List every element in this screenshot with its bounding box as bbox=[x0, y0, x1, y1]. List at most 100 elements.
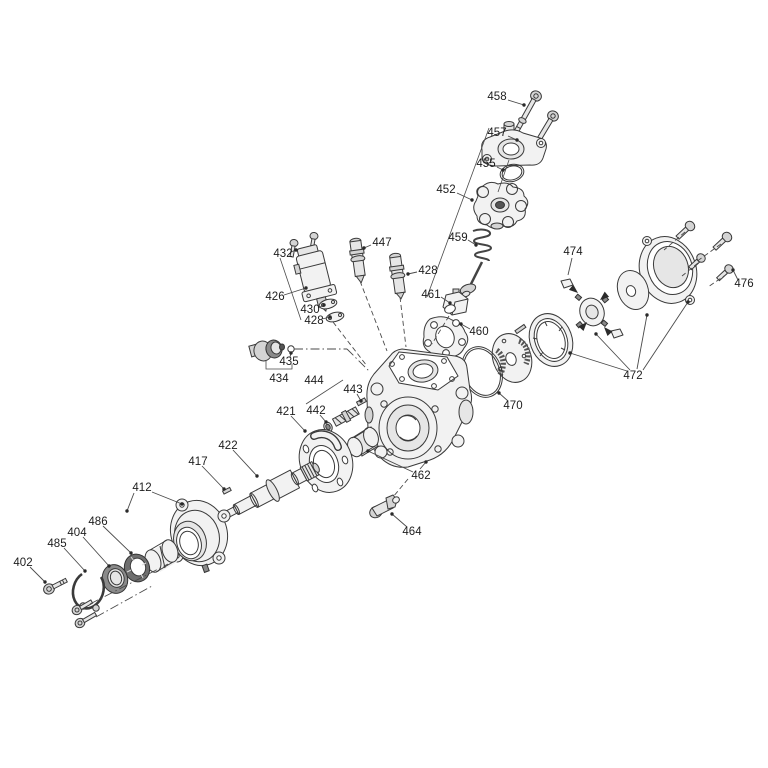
part-label-461: 461 bbox=[421, 289, 440, 301]
leader-417-0 bbox=[201, 465, 225, 490]
leader-404-0 bbox=[82, 536, 110, 567]
part-label-404: 404 bbox=[67, 527, 87, 539]
part-solenoid-valve-426 bbox=[293, 244, 338, 313]
part-nut-a bbox=[560, 278, 574, 289]
part-label-460: 460 bbox=[469, 326, 488, 338]
part-valve-464 bbox=[369, 494, 400, 519]
assembly-direction-arrow-3 bbox=[604, 327, 613, 336]
part-spring-pin-assembly-444 bbox=[331, 406, 360, 427]
leader-dot-428r-0 bbox=[406, 272, 410, 276]
leader-402-0 bbox=[29, 566, 46, 583]
leader-dot-486-0 bbox=[129, 551, 133, 555]
part-fitting-428 bbox=[388, 252, 406, 300]
part-label-443: 443 bbox=[343, 384, 362, 396]
bracket-line-0 bbox=[279, 257, 302, 321]
leader-dot-442-0 bbox=[324, 420, 328, 424]
bracket-line-1 bbox=[265, 361, 293, 370]
leader-dot-472-1 bbox=[594, 332, 598, 336]
part-seal-404 bbox=[101, 564, 129, 594]
part-label-435: 435 bbox=[279, 356, 298, 368]
part-label-442: 442 bbox=[306, 405, 325, 417]
leader-dot-417-0 bbox=[222, 487, 226, 491]
part-label-462: 462 bbox=[411, 470, 430, 482]
leader-dot-476-0 bbox=[731, 268, 735, 272]
part-label-472: 472 bbox=[623, 370, 642, 382]
part-label-434: 434 bbox=[269, 373, 289, 385]
part-label-422: 422 bbox=[218, 440, 237, 452]
part-label-444: 444 bbox=[304, 375, 324, 387]
leader-dot-459-0 bbox=[474, 243, 478, 247]
leader-472-0 bbox=[569, 352, 628, 372]
part-bolt-476-d bbox=[715, 264, 734, 282]
part-label-474: 474 bbox=[563, 246, 583, 258]
guide-line-7 bbox=[681, 262, 699, 277]
guide-line-4 bbox=[392, 478, 409, 498]
leader-dot-402-0 bbox=[43, 580, 47, 584]
part-rear-cover bbox=[638, 236, 698, 305]
leader-472-3 bbox=[642, 301, 689, 371]
leader-dot-460-0 bbox=[459, 322, 463, 326]
guide-line-3 bbox=[431, 315, 450, 345]
part-label-402: 402 bbox=[13, 557, 32, 569]
part-label-459: 459 bbox=[448, 232, 467, 244]
leader-dot-452-0 bbox=[470, 198, 474, 202]
part-screw-485-b bbox=[74, 611, 98, 629]
assembly-direction-arrow-2 bbox=[578, 322, 587, 331]
leader-464-0 bbox=[391, 513, 408, 528]
part-label-428r: 428 bbox=[418, 265, 437, 277]
part-bearing-race bbox=[528, 313, 574, 367]
leader-dot-455-0 bbox=[501, 168, 505, 172]
part-key-417 bbox=[221, 486, 232, 495]
leader-412-0 bbox=[126, 492, 135, 512]
part-label-430: 430 bbox=[300, 304, 319, 316]
part-label-476: 476 bbox=[734, 278, 753, 290]
part-oring-435 bbox=[287, 345, 295, 353]
leader-476-0 bbox=[732, 269, 739, 281]
leader-dot-426-0 bbox=[304, 286, 308, 290]
guide-line-12 bbox=[95, 585, 153, 618]
leader-dot-485-0 bbox=[83, 569, 87, 573]
leader-461-0 bbox=[440, 296, 451, 304]
assembly-direction-arrow-0 bbox=[568, 284, 578, 293]
part-label-470: 470 bbox=[503, 400, 522, 412]
part-control-valve-457 bbox=[481, 121, 547, 167]
guide-line-10 bbox=[346, 348, 370, 372]
guide-line-0 bbox=[332, 321, 368, 367]
guide-line-6 bbox=[695, 243, 722, 263]
leader-dot-412-0 bbox=[125, 509, 129, 513]
part-label-486: 486 bbox=[88, 516, 107, 528]
leader-dot-430-0 bbox=[322, 303, 326, 307]
part-label-457: 457 bbox=[487, 127, 506, 139]
leader-422-0 bbox=[232, 449, 258, 477]
leader-dot-462-0 bbox=[366, 449, 370, 453]
leader-452-0 bbox=[456, 192, 473, 201]
leader-dot-472-0 bbox=[568, 351, 572, 355]
leader-dot-432-0 bbox=[294, 248, 298, 252]
leader-412-1 bbox=[151, 491, 183, 505]
part-shaft-422 bbox=[221, 460, 320, 520]
leader-462-0 bbox=[367, 450, 414, 473]
part-sleeve bbox=[144, 539, 179, 573]
guide-line-11 bbox=[89, 563, 169, 605]
part-label-432: 432 bbox=[273, 248, 292, 260]
leader-460-0 bbox=[460, 323, 471, 330]
guide-line-8 bbox=[707, 273, 728, 288]
leader-dot-457-0 bbox=[515, 138, 519, 142]
part-spring-459 bbox=[459, 228, 493, 298]
leader-474-0 bbox=[567, 257, 573, 276]
guide-line-13 bbox=[497, 159, 510, 193]
leader-458-0 bbox=[507, 99, 525, 106]
part-screw-485-a bbox=[71, 599, 94, 616]
leader-426-0 bbox=[283, 287, 307, 296]
leader-dot-421-0 bbox=[303, 429, 307, 433]
guide-line-2 bbox=[399, 296, 407, 348]
leader-dot-428l-0 bbox=[328, 315, 332, 319]
leader-dot-435-0 bbox=[289, 351, 293, 355]
part-nut-b bbox=[610, 328, 624, 339]
part-bolt-476-a bbox=[675, 220, 696, 240]
part-hub-412 bbox=[169, 498, 231, 574]
part-sensor-434 bbox=[248, 339, 285, 362]
leader-dot-464-0 bbox=[390, 512, 394, 516]
